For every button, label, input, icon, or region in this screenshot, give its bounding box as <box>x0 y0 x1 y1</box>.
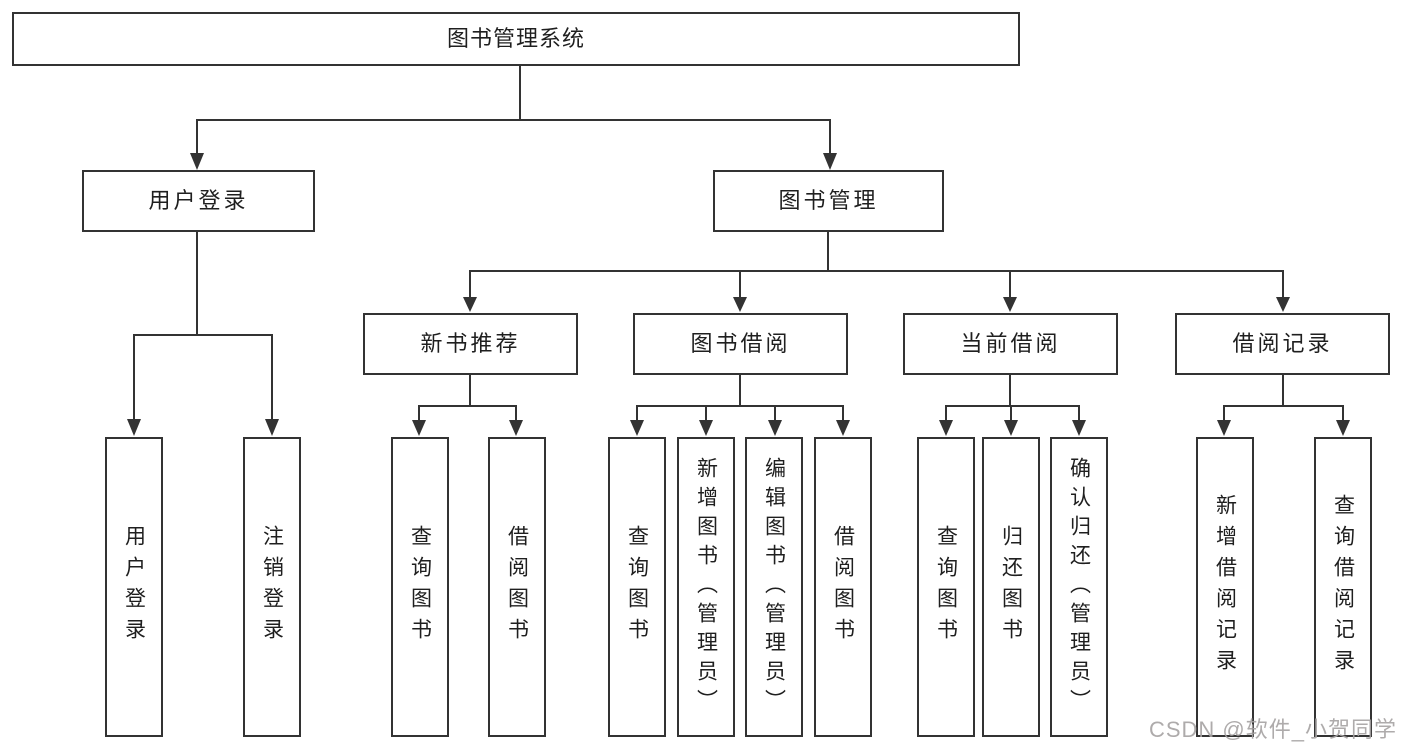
node-borrowing-records: 借阅记录 <box>1175 313 1390 375</box>
node-new-book-recommend: 新书推荐 <box>363 313 578 375</box>
node-library-system: 图书管理系统 <box>12 12 1020 66</box>
leaf-query-borrow-record: 查询借阅记录 <box>1314 437 1372 737</box>
leaf-add-borrow-record: 新增借阅记录 <box>1196 437 1254 737</box>
leaf-user-login: 用户登录 <box>105 437 163 737</box>
node-book-borrowing: 图书借阅 <box>633 313 848 375</box>
leaf-query-books-current: 查询图书 <box>917 437 975 737</box>
arrow-shafts <box>133 119 1344 423</box>
leaf-query-books-borrowing: 查询图书 <box>608 437 666 737</box>
leaf-logout: 注销登录 <box>243 437 301 737</box>
leaf-borrow-books-recommend: 借阅图书 <box>488 437 546 737</box>
leaf-confirm-return-admin: 确认归还（管理员） <box>1050 437 1108 737</box>
leaf-return-books: 归还图书 <box>982 437 1040 737</box>
leaf-add-book-admin: 新增图书（管理员） <box>677 437 735 737</box>
node-user-login: 用户登录 <box>82 170 315 232</box>
watermark-text: CSDN @软件_小贺同学 <box>1148 717 1397 742</box>
node-current-borrowing: 当前借阅 <box>903 313 1118 375</box>
leaf-query-books-recommend: 查询图书 <box>391 437 449 737</box>
node-book-management: 图书管理 <box>713 170 944 232</box>
leaf-edit-book-admin: 编辑图书（管理员） <box>745 437 803 737</box>
leaf-borrow-books-borrowing: 借阅图书 <box>814 437 872 737</box>
